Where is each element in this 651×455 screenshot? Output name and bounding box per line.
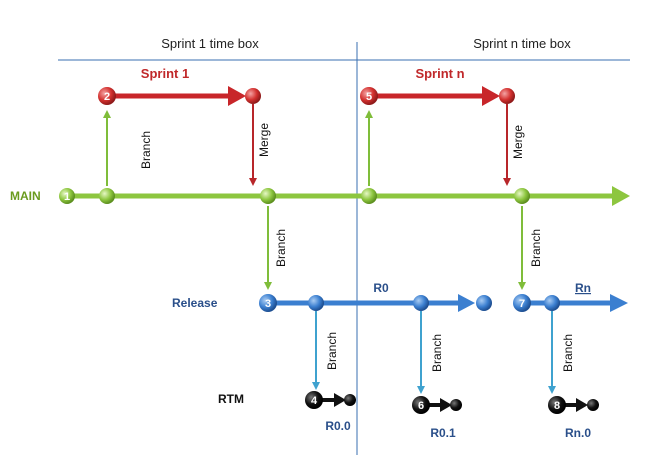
release-node-rn-start	[513, 294, 531, 312]
main-node-sprint1-merge	[260, 188, 276, 204]
release-rn-branch-label: Branch	[529, 229, 543, 267]
rtm-rn0-arrowhead	[576, 398, 588, 412]
sprint1-node-end	[245, 88, 261, 104]
release-node-r00	[308, 295, 324, 311]
main-node-sprintn-merge	[514, 188, 530, 204]
rtm-r00-arrowhead	[334, 393, 346, 407]
rtm-node-r00-start	[305, 391, 323, 409]
rtm-rn0-label: Rn.0	[565, 426, 591, 440]
sprint1-branch-label: Branch	[139, 131, 153, 169]
step-number-3: 3	[265, 298, 271, 310]
step-number-6: 6	[418, 400, 424, 412]
main-node-sprint1-branch	[99, 188, 115, 204]
main-trunk-arrowhead	[612, 186, 630, 206]
sprintn-arrowhead	[482, 86, 500, 106]
step-number-5: 5	[366, 91, 372, 103]
sprintn-node-end	[499, 88, 515, 104]
step-number-4: 4	[311, 395, 318, 407]
rtm-node-r01-end	[450, 399, 462, 411]
sprintn-merge-label: Merge	[511, 125, 525, 159]
step-number-2: 2	[104, 91, 110, 103]
sprintn-node-start	[360, 87, 378, 105]
rtm-r01-branch-label: Branch	[430, 334, 444, 372]
rtm-r00-branch-label: Branch	[325, 332, 339, 370]
sprint1-arrowhead	[228, 86, 246, 106]
rtm-node-rn0-end	[587, 399, 599, 411]
main-node-sprintn-branch	[361, 188, 377, 204]
step-number-8: 8	[554, 400, 560, 412]
release-r0-arrowhead	[458, 294, 475, 312]
sprint1-node-start	[98, 87, 116, 105]
rtm-r00-label: R0.0	[325, 419, 351, 433]
step-number-7: 7	[519, 298, 525, 310]
release-node-r01	[413, 295, 429, 311]
rtm-node-r00-end	[344, 394, 356, 406]
sprint1-merge-label: Merge	[257, 123, 271, 157]
release-rn-arrowhead	[610, 294, 628, 312]
sprint1-timebox-header: Sprint 1 time box	[161, 36, 259, 51]
release-branch-label: Branch	[274, 229, 288, 267]
release-rn-label: Rn	[575, 281, 591, 295]
sprint1-label: Sprint 1	[141, 66, 189, 81]
sprintn-timebox-header: Sprint n time box	[473, 36, 571, 51]
release-branch-name: Release	[172, 296, 218, 310]
rtm-branch-name: RTM	[218, 392, 244, 406]
rtm-node-r01-start	[412, 396, 430, 414]
release-node-rn0	[544, 295, 560, 311]
rtm-r01-arrowhead	[440, 398, 452, 412]
rtm-rn0-branch-label: Branch	[561, 334, 575, 372]
main-node-start	[59, 188, 75, 204]
release-node-start	[259, 294, 277, 312]
rtm-r01-label: R0.1	[430, 426, 456, 440]
sprintn-label: Sprint n	[415, 66, 464, 81]
release-r0-label: R0	[373, 281, 389, 295]
step-number-1: 1	[64, 191, 70, 203]
release-node-r0-end	[476, 295, 492, 311]
main-branch-label: MAIN	[10, 189, 41, 203]
rtm-node-rn0-start	[548, 396, 566, 414]
